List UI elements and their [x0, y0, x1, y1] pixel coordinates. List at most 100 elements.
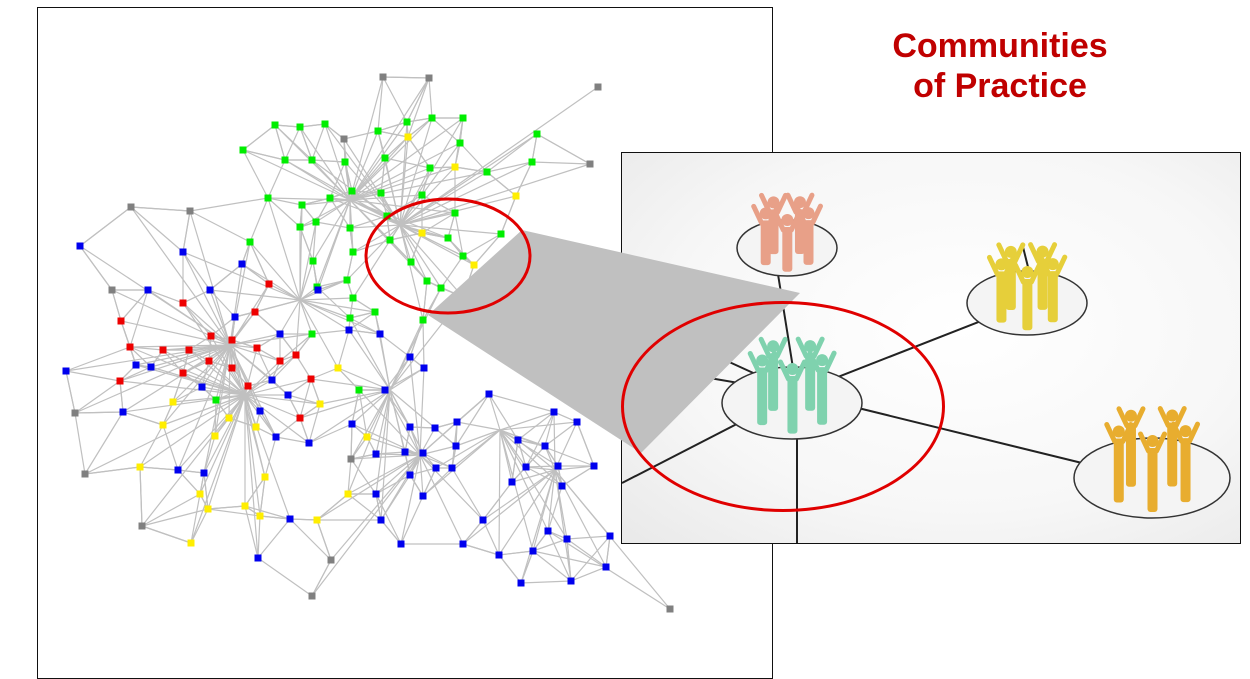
network-edge — [384, 389, 421, 456]
person-arm — [1132, 406, 1146, 429]
network-node — [479, 516, 487, 524]
network-node — [586, 160, 594, 168]
network-edge — [299, 221, 317, 301]
network-node — [406, 471, 414, 479]
group-orange — [1073, 406, 1231, 519]
network-edge — [84, 466, 141, 475]
network-edge — [299, 260, 314, 301]
network-node — [241, 502, 249, 510]
network-edge — [244, 394, 291, 520]
network-edge — [317, 279, 348, 291]
person-arm — [996, 242, 1010, 265]
network-edge — [65, 346, 131, 372]
network-node — [127, 203, 135, 211]
network-node — [276, 357, 284, 365]
network-node — [76, 242, 84, 250]
network-edge — [242, 149, 269, 199]
network-edge — [299, 299, 350, 331]
network-edge — [182, 251, 211, 291]
network-node — [533, 130, 541, 138]
network-edge — [532, 550, 607, 568]
network-edge — [257, 515, 261, 559]
network-edge — [299, 297, 354, 301]
network-edge — [375, 389, 391, 495]
network-node — [485, 390, 493, 398]
network-edge — [349, 136, 409, 201]
network-edge — [147, 289, 231, 346]
person-head — [1112, 425, 1125, 438]
network-node — [314, 286, 322, 294]
network-edge — [349, 166, 456, 201]
network-edge — [498, 554, 522, 584]
network-edge — [605, 535, 611, 568]
network-edge — [389, 296, 464, 391]
network-node — [448, 464, 456, 472]
network-edge — [532, 550, 572, 582]
person-arm — [1028, 242, 1042, 265]
network-node — [296, 414, 304, 422]
network-edge — [182, 289, 211, 304]
network-node — [253, 344, 261, 352]
network-edge — [319, 389, 391, 405]
network-edge — [65, 370, 121, 382]
network-node — [265, 280, 273, 288]
network-node — [451, 209, 459, 217]
network-edge — [207, 505, 246, 510]
network-edge — [407, 77, 430, 138]
network-node — [261, 473, 269, 481]
network-node — [345, 326, 353, 334]
person-head — [816, 354, 829, 367]
network-edge — [275, 436, 310, 444]
title-line-2: of Practice — [913, 67, 1087, 105]
network-edge — [310, 378, 321, 405]
network-node — [437, 284, 445, 292]
network-edge — [317, 199, 351, 291]
network-edge — [409, 426, 436, 429]
network-edge — [79, 206, 132, 247]
network-node — [326, 194, 334, 202]
network-edge — [299, 204, 303, 228]
network-edge — [462, 469, 556, 545]
network-node — [327, 556, 335, 564]
network-edge — [337, 367, 360, 391]
network-edge — [419, 367, 425, 456]
network-node — [225, 414, 233, 422]
network-node — [126, 343, 134, 351]
network-node — [179, 369, 187, 377]
network-edge — [289, 518, 332, 561]
network-node — [281, 156, 289, 164]
network-node — [204, 505, 212, 513]
network-edge — [244, 394, 321, 405]
network-node — [179, 299, 187, 307]
network-edge — [274, 124, 301, 128]
network-edge — [141, 525, 192, 544]
network-edge — [462, 519, 484, 545]
person-arm — [1173, 406, 1187, 429]
person-head — [1046, 258, 1059, 271]
person-figure — [996, 242, 1026, 311]
network-node — [347, 455, 355, 463]
network-edge — [229, 344, 277, 438]
network-edge — [267, 197, 301, 228]
network-node — [298, 201, 306, 209]
network-node — [254, 554, 262, 562]
network-node — [528, 158, 536, 166]
page-title: Communities of Practice — [860, 26, 1140, 106]
network-node — [379, 73, 387, 81]
network-node — [459, 293, 467, 301]
network-node — [305, 439, 313, 447]
network-edge — [337, 329, 350, 369]
network-edge — [254, 283, 270, 313]
person-head — [767, 196, 780, 209]
network-edge — [287, 378, 312, 396]
network-edge — [337, 367, 391, 391]
network-edge — [65, 370, 76, 414]
network-edge — [267, 159, 286, 199]
network-edge — [422, 467, 453, 497]
network-edge — [189, 210, 251, 243]
network-edge — [531, 133, 538, 163]
network-node — [144, 286, 152, 294]
network-edge — [525, 466, 556, 471]
person-arm — [823, 350, 837, 373]
network-node — [71, 409, 79, 417]
